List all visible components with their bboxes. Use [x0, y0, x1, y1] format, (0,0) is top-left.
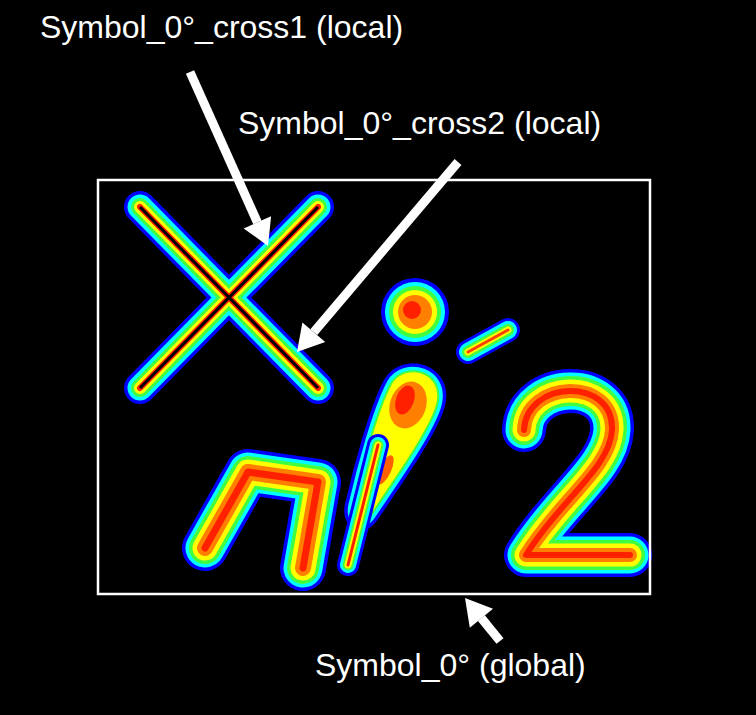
heat-layer: [140, 207, 318, 388]
heat-digit: [524, 391, 630, 555]
heat-layer: [524, 391, 630, 555]
heat-layer: [524, 391, 630, 555]
heat-layer: [385, 282, 445, 342]
heat-layer: [348, 445, 378, 565]
heat-layer: [205, 472, 318, 568]
heat-layer: [398, 295, 432, 329]
callout-label: Symbol_0°_cross1 (local): [40, 8, 403, 46]
global-frame: [98, 180, 650, 594]
heat-layer: [524, 391, 630, 555]
arrow-shaft: [314, 162, 458, 332]
heat-layer: [383, 376, 433, 433]
heat-layer: [140, 207, 318, 388]
heat-layer: [381, 278, 449, 346]
heat-layer: [468, 330, 508, 352]
heat-layer: [468, 330, 508, 352]
arrow-head: [297, 323, 325, 353]
arrow-head: [465, 598, 493, 628]
heat-layer: [205, 472, 318, 568]
heat-layer: [348, 445, 378, 565]
heat-layer: [205, 472, 318, 568]
heat-layer: [140, 207, 318, 388]
callout-label: Symbol_0°_cross2 (local): [238, 104, 601, 142]
heat-layer: [348, 445, 378, 565]
arrow-head: [244, 216, 271, 246]
heat-layer: [403, 301, 421, 319]
heat-layer: [524, 391, 630, 555]
heat-dash: [468, 330, 508, 352]
heat-layer: [524, 391, 630, 555]
heat-boomerang: [205, 472, 318, 568]
leader-arrow: [190, 72, 271, 246]
heat-layer: [468, 330, 508, 352]
heat-layer: [348, 445, 378, 565]
heat-layer: [389, 286, 441, 338]
heat-layer: [468, 330, 508, 352]
heat-layer: [348, 445, 378, 565]
arrow-shaft: [190, 72, 257, 222]
callout-label-box: Symbol_0°_cross1 (local): [40, 8, 403, 46]
arrow-shaft: [481, 618, 500, 641]
callout-label-box: Symbol_0°_cross2 (local): [238, 104, 601, 142]
callout-label: Symbol_0° (global): [315, 646, 586, 684]
heat-layer: [140, 207, 318, 388]
heat-layer: [140, 207, 318, 388]
fit-line: [140, 207, 318, 388]
heat-layer: [205, 472, 318, 568]
heat-slash: [348, 445, 378, 565]
heat-layer: [205, 472, 318, 568]
heat-layer: [140, 207, 318, 388]
leader-arrow: [297, 162, 458, 352]
heat-layer: [140, 207, 318, 388]
heat-layer: [468, 330, 508, 352]
heat-layer: [205, 472, 318, 568]
leader-arrow: [465, 598, 500, 641]
heat-layer: [140, 207, 318, 388]
heat-layer: [524, 391, 630, 555]
heat-head: [381, 278, 449, 346]
fit-line: [140, 207, 318, 388]
heat-layer: [140, 207, 318, 388]
heat-layer: [391, 383, 418, 417]
heat-layer: [140, 207, 318, 388]
heat-cross: [140, 207, 318, 388]
callout-label-box: Symbol_0° (global): [315, 646, 586, 684]
heat-layer: [393, 290, 437, 334]
